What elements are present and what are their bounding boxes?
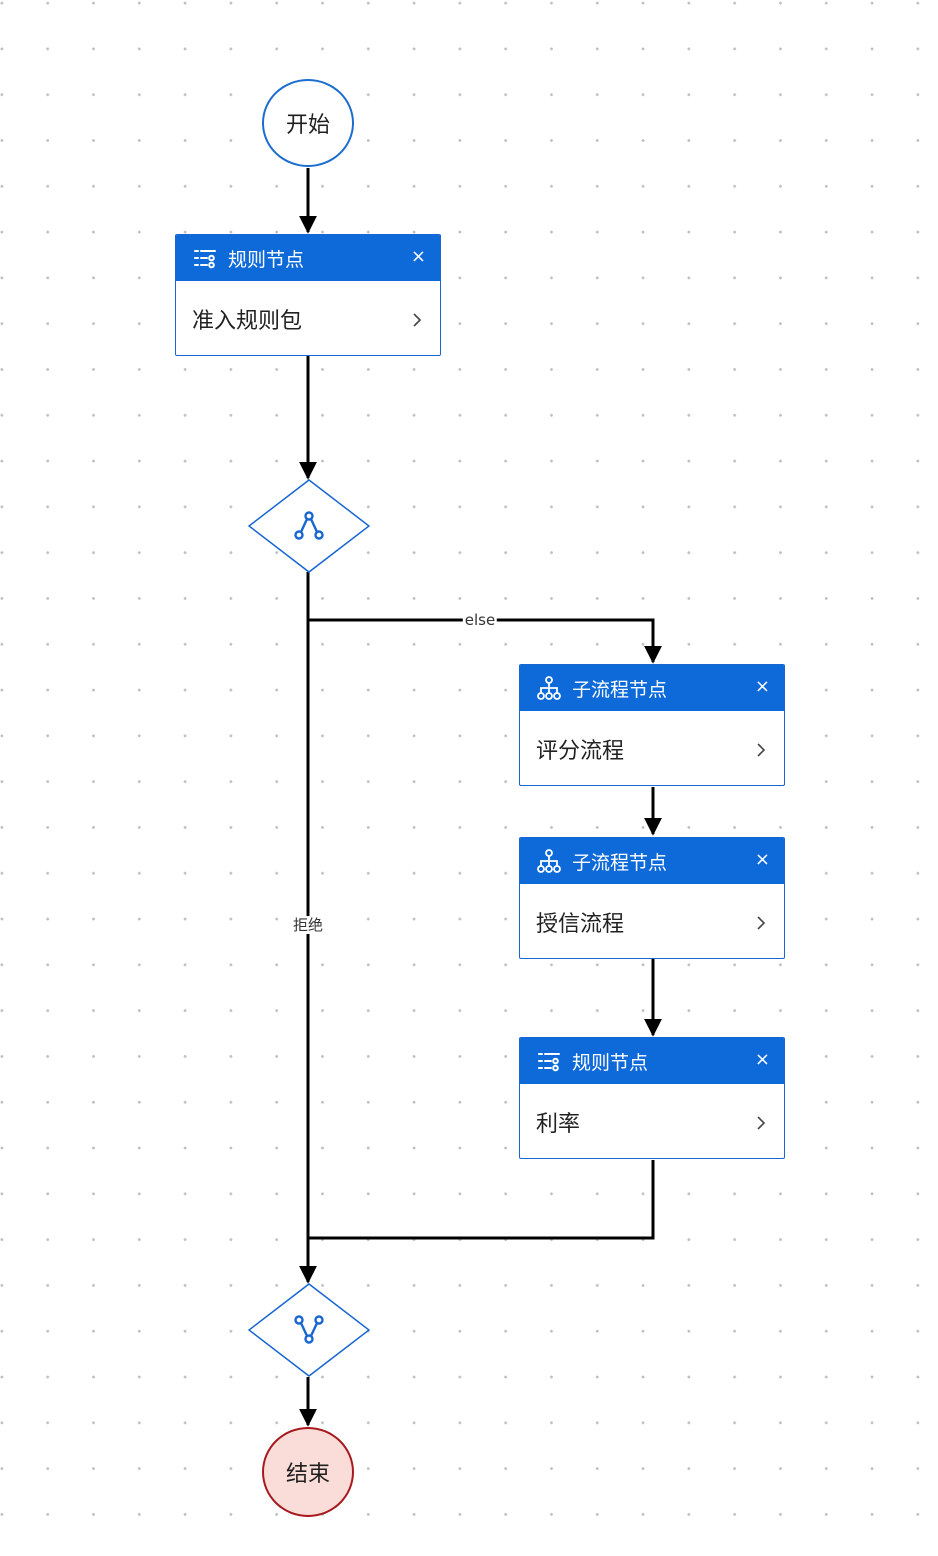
close-icon[interactable]: ×: [754, 676, 770, 697]
rule-node-rate[interactable]: 规则节点 × 利率: [519, 1037, 785, 1159]
gateway-split[interactable]: [248, 479, 370, 573]
node-name: 评分流程: [536, 739, 625, 764]
node-header: 规则节点 ×: [520, 1038, 784, 1084]
gateway-merge[interactable]: [248, 1283, 370, 1377]
chevron-right-icon[interactable]: [412, 309, 422, 334]
start-node[interactable]: 开始: [262, 79, 354, 167]
close-icon[interactable]: ×: [410, 246, 426, 267]
node-type-label: 规则节点: [572, 1051, 649, 1074]
node-body[interactable]: 利率: [520, 1084, 784, 1158]
node-header: 规则节点 ×: [176, 235, 440, 281]
chevron-right-icon[interactable]: [756, 912, 766, 937]
subflow-tree-icon: [536, 848, 562, 874]
node-header: 子流程节点 ×: [520, 665, 784, 711]
subflow-tree-icon: [536, 675, 562, 701]
node-type-label: 子流程节点: [572, 678, 668, 701]
branch-merge-icon: [294, 1315, 324, 1344]
end-label: 结束: [285, 1462, 330, 1487]
start-label: 开始: [285, 113, 330, 138]
close-icon[interactable]: ×: [754, 1049, 770, 1070]
node-body[interactable]: 评分流程: [520, 711, 784, 785]
edge-rate-to-merge: [308, 1160, 655, 1240]
subflow-node-credit[interactable]: 子流程节点 × 授信流程: [519, 837, 785, 959]
end-node[interactable]: 结束: [262, 1427, 354, 1517]
rule-list-icon: [536, 1048, 562, 1074]
chevron-right-icon[interactable]: [756, 739, 766, 764]
rule-list-icon: [192, 245, 218, 271]
close-icon[interactable]: ×: [754, 849, 770, 870]
node-body[interactable]: 准入规则包: [176, 281, 440, 355]
branch-split-icon: [294, 511, 324, 540]
edge-label-reject: 拒绝: [290, 916, 326, 934]
node-name: 准入规则包: [192, 309, 303, 334]
node-name: 授信流程: [536, 912, 625, 937]
subflow-node-scoring[interactable]: 子流程节点 × 评分流程: [519, 664, 785, 786]
node-type-label: 子流程节点: [572, 851, 668, 874]
edge-label-else: else: [462, 611, 498, 629]
node-name: 利率: [536, 1112, 581, 1137]
chevron-right-icon[interactable]: [756, 1112, 766, 1137]
node-body[interactable]: 授信流程: [520, 884, 784, 958]
node-header: 子流程节点 ×: [520, 838, 784, 884]
rule-node-admission[interactable]: 规则节点 × 准入规则包: [175, 234, 441, 356]
node-type-label: 规则节点: [228, 248, 305, 271]
